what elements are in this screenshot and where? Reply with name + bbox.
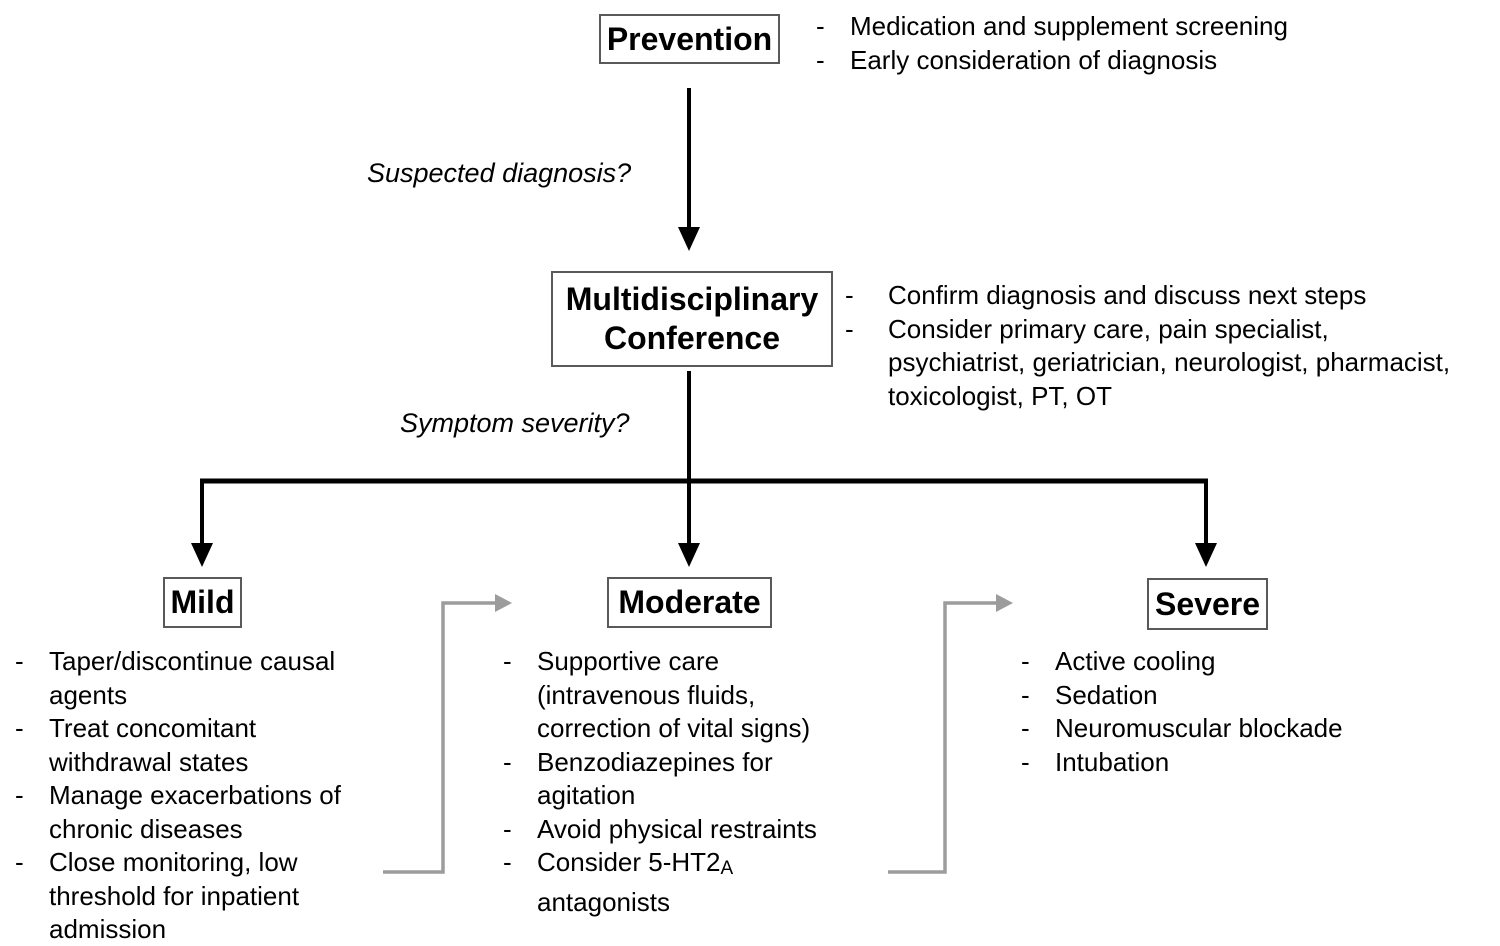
node-mild: Mild xyxy=(163,577,242,628)
question-symptom-severity: Symptom severity? xyxy=(400,408,630,438)
node-conference: Multidisciplinary Conference xyxy=(551,271,833,367)
ht2-subscript: A xyxy=(720,858,734,879)
list-item: - Treat concomitant xyxy=(10,712,341,746)
bullet-indent xyxy=(10,746,49,780)
arrow-conference-to-moderate xyxy=(678,371,700,567)
bullet-indent xyxy=(497,712,537,746)
bullet-indent xyxy=(10,913,49,946)
list-item-continuation: admission xyxy=(10,913,341,946)
list-item-continuation: (intravenous fluids, xyxy=(497,679,817,713)
list-item: - Intubation xyxy=(1016,746,1343,780)
list-item-continuation: correction of vital signs) xyxy=(497,712,817,746)
ht2-text: Consider 5-HT2 xyxy=(537,847,721,877)
list-item: - Neuromuscular blockade xyxy=(1016,712,1343,746)
bullet-dash: - xyxy=(1021,746,1030,777)
list-prevention-notes: - Medication and supplement screening - … xyxy=(810,10,1288,77)
arrow-branch-to-severe xyxy=(1195,481,1217,567)
bullet-dash: - xyxy=(503,746,512,777)
question-suspected-diagnosis: Suspected diagnosis? xyxy=(367,158,632,188)
bullet-indent xyxy=(497,886,537,920)
list-item-continuation: agitation xyxy=(497,779,817,813)
bullet-dash: - xyxy=(845,313,854,344)
arrow-prevention-to-conference xyxy=(678,88,700,251)
node-moderate: Moderate xyxy=(607,577,772,628)
bullet-dash: - xyxy=(845,280,854,310)
escalation-arrow-moderate-to-severe xyxy=(888,594,1013,874)
list-moderate-actions: - Supportive care (intravenous fluids, c… xyxy=(497,645,817,919)
bullet-dash: - xyxy=(816,44,825,75)
list-item-continuation: toxicologist, PT, OT xyxy=(839,380,1450,414)
list-item: - Active cooling xyxy=(1016,645,1343,679)
bullet-indent xyxy=(10,679,49,713)
list-item-continuation: agents xyxy=(10,679,341,713)
bullet-indent xyxy=(839,346,888,380)
bullet-dash: - xyxy=(15,646,24,676)
list-item: - Manage exacerbations of xyxy=(10,779,341,813)
list-item: - Consider 5-HT2A xyxy=(497,846,817,886)
node-severe: Severe xyxy=(1147,578,1268,630)
list-item: - Confirm diagnosis and discuss next ste… xyxy=(839,279,1450,313)
list-item-continuation: antagonists xyxy=(497,886,817,920)
list-item: - Close monitoring, low xyxy=(10,846,341,880)
list-item: - Consider primary care, pain specialist… xyxy=(839,313,1450,347)
list-item: - Medication and supplement screening xyxy=(810,10,1288,44)
list-severe-actions: - Active cooling - Sedation - Neuromuscu… xyxy=(1016,645,1343,779)
list-conference-notes: - Confirm diagnosis and discuss next ste… xyxy=(839,279,1450,413)
bullet-indent xyxy=(497,679,537,713)
bullet-indent xyxy=(10,880,49,914)
arrow-branch-to-mild xyxy=(191,481,213,567)
bullet-indent xyxy=(839,380,888,414)
node-conference-label: Multidisciplinary Conference xyxy=(565,281,819,356)
list-item: - Taper/discontinue causal xyxy=(10,645,341,679)
bullet-dash: - xyxy=(503,646,512,676)
bullet-indent xyxy=(10,813,49,847)
list-item: - Avoid physical restraints xyxy=(497,813,817,847)
node-moderate-label: Moderate xyxy=(618,584,761,620)
list-mild-actions: - Taper/discontinue causal agents - Trea… xyxy=(10,645,341,946)
bullet-indent xyxy=(497,779,537,813)
list-item: - Supportive care xyxy=(497,645,817,679)
bullet-dash: - xyxy=(503,813,512,844)
list-item: - Sedation xyxy=(1016,679,1343,713)
bullet-dash: - xyxy=(503,847,512,877)
list-item-continuation: chronic diseases xyxy=(10,813,341,847)
bullet-dash: - xyxy=(1021,713,1030,743)
bullet-dash: - xyxy=(816,11,825,41)
list-item-continuation: threshold for inpatient xyxy=(10,880,341,914)
list-item: - Early consideration of diagnosis xyxy=(810,44,1288,78)
node-severe-label: Severe xyxy=(1155,585,1260,622)
list-item: - Benzodiazepines for xyxy=(497,746,817,780)
node-prevention: Prevention xyxy=(599,14,780,64)
bullet-dash: - xyxy=(15,713,24,743)
node-mild-label: Mild xyxy=(170,584,235,620)
bullet-dash: - xyxy=(1021,679,1030,710)
bullet-dash: - xyxy=(1021,646,1030,676)
list-item-continuation: withdrawal states xyxy=(10,746,341,780)
node-prevention-label: Prevention xyxy=(606,20,773,57)
bullet-dash: - xyxy=(15,780,24,810)
escalation-arrow-mild-to-moderate xyxy=(383,594,512,874)
bullet-dash: - xyxy=(15,847,24,877)
list-item-continuation: psychiatrist, geriatrician, neurologist,… xyxy=(839,346,1450,380)
